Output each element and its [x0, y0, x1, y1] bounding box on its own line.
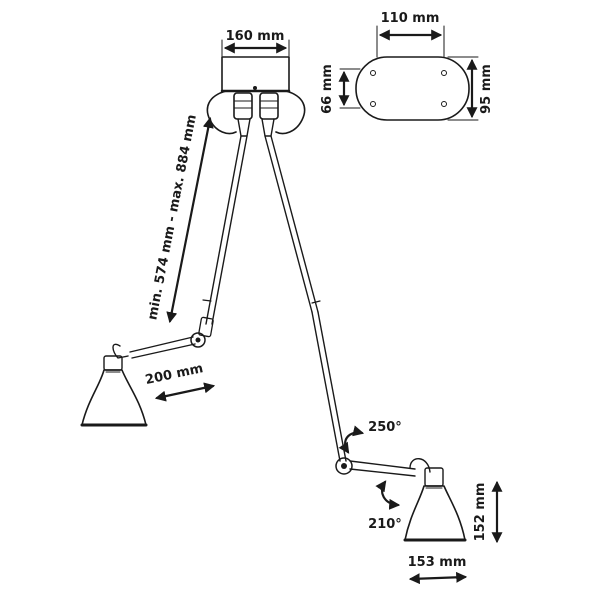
- upper-rotation-dimension: 250°: [338, 420, 402, 454]
- reach-label: min. 574 mm - max. 884 mm: [145, 113, 200, 321]
- shade-height-dimension: 152 mm: [473, 480, 503, 544]
- lower-rotation-dimension: 210°: [368, 480, 402, 532]
- plate-width-label: 110 mm: [381, 11, 440, 26]
- plate-inner-height-label: 66 mm: [320, 64, 335, 114]
- rotation-arrow-icon: [338, 425, 365, 454]
- plate-width-dimension: 110 mm: [376, 11, 445, 58]
- upper-rotation-label: 250°: [368, 420, 402, 435]
- plate-outer-height-label: 95 mm: [479, 64, 494, 114]
- plate-inner-height-dimension: 66 mm: [320, 64, 361, 114]
- dimension-arrow-icon: [166, 116, 214, 324]
- shade-width-dimension: 153 mm: [408, 555, 468, 585]
- shade-width-label: 153 mm: [408, 555, 467, 570]
- lower-rotation-label: 210°: [368, 517, 402, 532]
- dimension-arrow-icon: [408, 571, 468, 585]
- canopy-width-dimension: 160 mm: [221, 29, 290, 57]
- plate-outer-height-dimension: 95 mm: [447, 56, 494, 121]
- arm-length-dimension: 200 mm: [144, 361, 216, 402]
- canopy-width-label: 160 mm: [226, 29, 285, 44]
- arm-length-label: 200 mm: [144, 361, 205, 388]
- reach-dimension: min. 574 mm - max. 884 mm: [145, 113, 214, 324]
- lamp-shade-icon: [80, 343, 148, 427]
- hub-joint: [206, 90, 306, 137]
- rotation-arrow-icon: [375, 480, 401, 510]
- lamp-shade-icon: [403, 458, 467, 542]
- ceiling-canopy: [220, 56, 291, 93]
- dimension-arrow-icon: [154, 382, 216, 402]
- shade-height-label: 152 mm: [473, 483, 488, 542]
- mounting-plate: [355, 56, 470, 121]
